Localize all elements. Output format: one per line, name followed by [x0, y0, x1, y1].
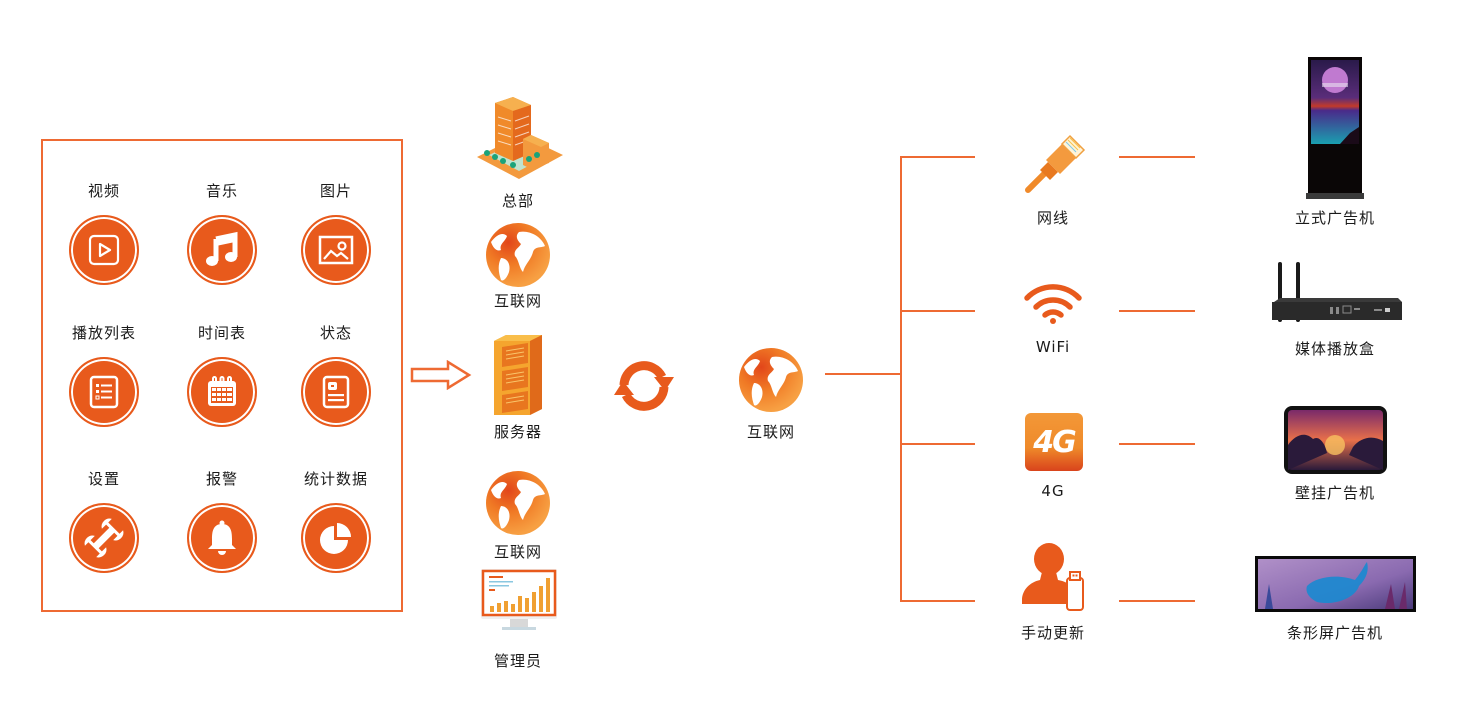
function-label: 视频 [87, 182, 121, 200]
function-image: 图片 [286, 180, 386, 290]
connection-label: 4G [1041, 482, 1065, 500]
playlist-icon [69, 357, 139, 427]
connector-line [1119, 156, 1195, 158]
user-usb-icon [1022, 543, 1084, 611]
connector-trunk [900, 156, 902, 602]
ethernet-cable-icon [1025, 134, 1086, 193]
calendar-icon [187, 357, 257, 427]
connector-line [825, 373, 901, 375]
connector-line [900, 443, 975, 445]
connector-line [1119, 310, 1195, 312]
4g-icon: 4G [1025, 413, 1083, 471]
wifi-icon [1024, 284, 1082, 324]
function-settings: 设置 [54, 468, 154, 578]
device-label: 壁挂广告机 [1294, 484, 1376, 502]
connector-line [900, 600, 975, 602]
connection-label: 网线 [1036, 209, 1070, 227]
device-label: 立式广告机 [1294, 209, 1376, 227]
media-box-icon [1272, 262, 1402, 322]
arrow-right-icon [410, 360, 472, 390]
function-label: 报警 [205, 470, 239, 488]
function-label: 状态 [319, 324, 353, 342]
music-note-icon [187, 215, 257, 285]
wall-display-icon [1284, 406, 1387, 474]
function-music: 音乐 [172, 180, 272, 290]
internet-hub-label: 互联网 [746, 423, 796, 441]
connector-line [1119, 600, 1195, 602]
function-label: 音乐 [205, 182, 239, 200]
play-icon [69, 215, 139, 285]
internet-label: 互联网 [493, 543, 543, 561]
server-rack-icon [494, 335, 542, 415]
pie-chart-icon [301, 503, 371, 573]
connection-label: 手动更新 [1020, 624, 1086, 642]
function-alarm: 报警 [172, 468, 272, 578]
function-playlist: 播放列表 [54, 322, 154, 432]
admin-label: 管理员 [493, 652, 543, 670]
internet-label: 互联网 [493, 292, 543, 310]
function-label: 时间表 [197, 324, 247, 342]
headquarters-label: 总部 [501, 192, 535, 210]
connector-line [1119, 443, 1195, 445]
standing-kiosk-icon [1306, 57, 1364, 199]
server-label: 服务器 [493, 423, 543, 441]
function-status: 状态 [286, 322, 386, 432]
function-panel [41, 139, 403, 612]
function-statistics: 统计数据 [286, 468, 386, 578]
wrench-icon [69, 503, 139, 573]
bar-display-icon [1255, 556, 1416, 612]
admin-monitor-icon [481, 569, 557, 630]
connection-label: WiFi [1035, 338, 1071, 356]
function-label: 图片 [319, 182, 353, 200]
4g-icon-text: 4G [1033, 424, 1076, 460]
globe-icon [486, 471, 550, 535]
function-label: 统计数据 [303, 470, 369, 488]
function-schedule: 时间表 [172, 322, 272, 432]
function-video: 视频 [54, 180, 154, 290]
device-label: 媒体播放盒 [1294, 340, 1376, 358]
device-label: 条形屏广告机 [1286, 624, 1384, 642]
status-card-icon [301, 357, 371, 427]
internet-hub-globe-icon [739, 348, 803, 412]
bell-icon [187, 503, 257, 573]
image-icon [301, 215, 371, 285]
function-label: 播放列表 [71, 324, 137, 342]
headquarters-building-icon [477, 97, 563, 179]
connector-line [900, 310, 975, 312]
function-label: 设置 [87, 470, 121, 488]
connector-line [900, 156, 975, 158]
globe-icon [486, 223, 550, 287]
sync-icon [614, 361, 674, 411]
